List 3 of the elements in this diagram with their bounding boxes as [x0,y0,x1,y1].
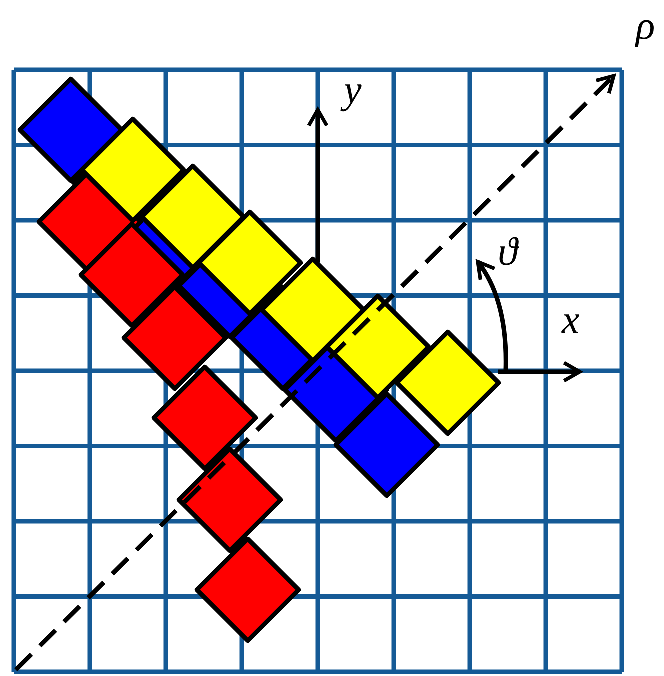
axis-label: x [562,300,580,340]
axis-label: ρ [636,6,656,46]
angle-label: ϑ [498,232,518,272]
